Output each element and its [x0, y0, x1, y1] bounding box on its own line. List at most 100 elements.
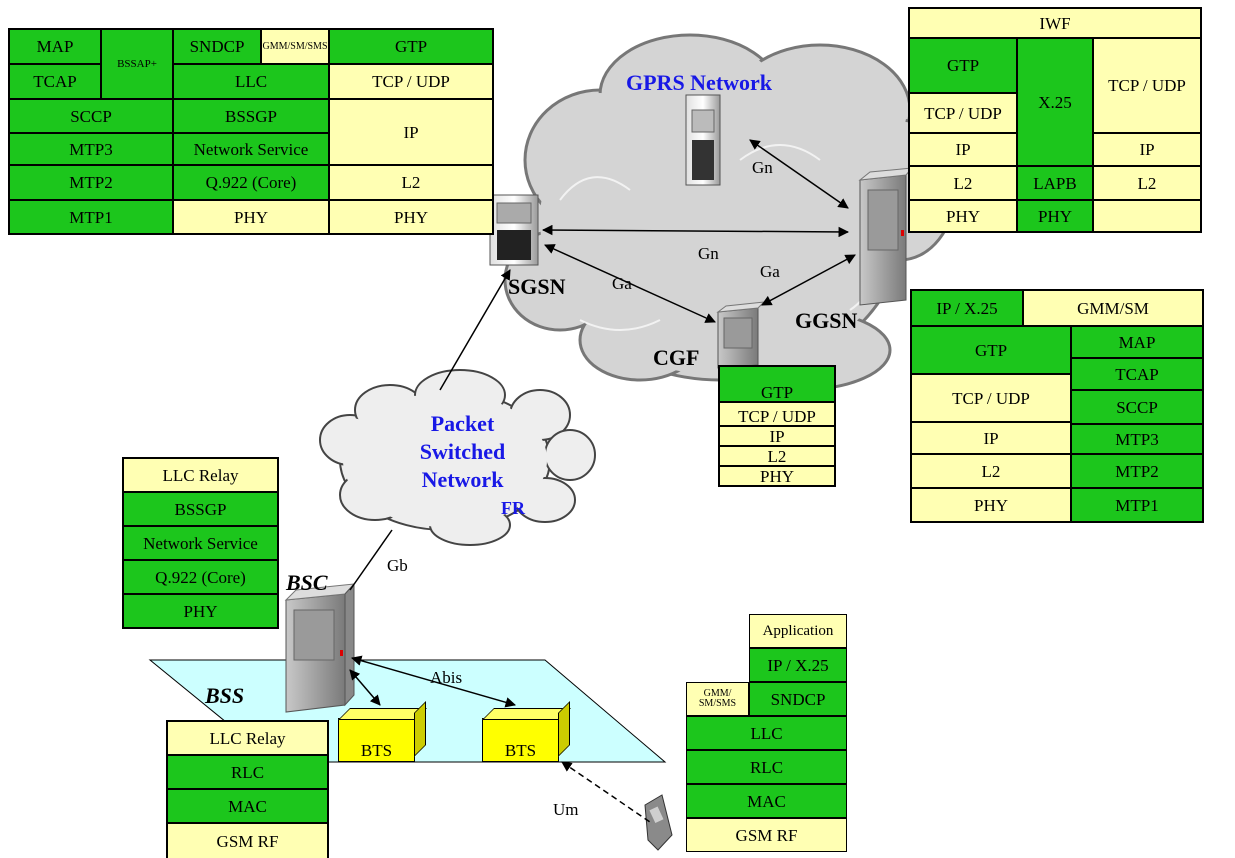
gb-label: Gb [387, 556, 408, 575]
bsc-protocol-stack: LLC Relay BSSGP Network Service Q.922 (C… [122, 457, 279, 629]
cell-tcpudp: TCP / UDP [329, 64, 493, 99]
gn-link-server [749, 139, 849, 209]
cell-lapb: LAPB [1017, 166, 1093, 200]
cell-bssap: BSSAP+ [101, 29, 173, 99]
packet-line2: Switched [419, 439, 506, 464]
gb-link [349, 529, 393, 591]
cell-tcap: TCAP [9, 64, 101, 99]
gn-label-server: Gn [752, 158, 773, 177]
cell-llc: LLC [173, 64, 329, 99]
cell-sndcp: SNDCP [173, 29, 261, 64]
cell-ip-left: IP [909, 133, 1017, 166]
cell-phy: PHY [123, 594, 278, 628]
sgsn-label: SGSN [508, 274, 566, 299]
cell-gsm-rf: GSM RF [167, 823, 328, 858]
ga-link-ggsn [761, 254, 856, 306]
bts-box-1: BTS [338, 718, 415, 762]
cell-q922: Q.922 (Core) [123, 560, 278, 594]
cell-tcap: TCAP [1071, 358, 1203, 390]
cell-tcpudp: TCP / UDP [911, 374, 1071, 422]
cell-llc-relay: LLC Relay [123, 458, 278, 492]
cell-gtp: GTP [911, 326, 1071, 374]
cell-mtp2: MTP2 [9, 165, 173, 200]
cell-rlc: RLC [686, 750, 847, 784]
ggsn-gmm-protocol-stack: IP / X.25 GMM/SM GTP MAP TCAP TCP / UDP … [910, 289, 1204, 523]
gn-label-main: Gn [698, 244, 719, 263]
cell-gmm: GMM/SM/SMS [261, 29, 329, 64]
cell-application: Application [749, 614, 847, 648]
cell-l2-right: L2 [1093, 166, 1201, 200]
bss-label: BSS [205, 683, 245, 708]
cell-l2: L2 [911, 454, 1071, 488]
packet-line1: Packet [430, 411, 495, 436]
bsc-bts-link [349, 669, 381, 706]
cgf-label: CGF [653, 345, 700, 370]
abis-label: Abis [430, 668, 463, 687]
cell-sccp: SCCP [1071, 390, 1203, 424]
cell-mac: MAC [167, 789, 328, 823]
packet-line3: Network [421, 467, 504, 492]
cell-mac: MAC [686, 784, 847, 818]
cell-map: MAP [1071, 326, 1203, 358]
gprs-network-title: GPRS Network [626, 70, 773, 95]
cell-ip: IP [329, 99, 493, 165]
cell-l2: L2 [329, 165, 493, 200]
ga-label-left: Ga [612, 274, 632, 293]
sgsn-server-icon [489, 194, 539, 266]
cell-phy-2: PHY [329, 200, 493, 234]
ggsn-rack-icon [858, 167, 914, 306]
cell-mtp2: MTP2 [1071, 454, 1203, 488]
ga-link-sgsn [544, 244, 716, 323]
mobile-phone-icon [644, 794, 673, 851]
cell-phy: PHY [911, 488, 1071, 522]
um-label: Um [553, 800, 579, 819]
packet-line4: FR [501, 498, 525, 518]
cell-gtp: GTP [719, 366, 835, 402]
cell-ipx25: IP / X.25 [749, 648, 847, 682]
cell-x25: X.25 [1017, 38, 1093, 166]
cell-map: MAP [9, 29, 101, 64]
cell-gmm: GMM/ SM/SMS [686, 682, 749, 716]
psn-to-sgsn-link [439, 269, 511, 391]
cell-bssgp: BSSGP [173, 99, 329, 133]
cell-phy-mid: PHY [1017, 200, 1093, 232]
cell-mtp1: MTP1 [1071, 488, 1203, 522]
cell-network-service: Network Service [173, 133, 329, 165]
gn-link-main [541, 224, 850, 238]
cgf-protocol-stack: GTP TCP / UDP IP L2 PHY [718, 365, 836, 487]
cell-ip: IP [911, 422, 1071, 454]
abis-link [350, 655, 517, 708]
gprs-server-icon [685, 94, 721, 186]
cell-l2: L2 [719, 446, 835, 466]
cell-phy-1: PHY [173, 200, 329, 234]
cell-gtp: GTP [909, 38, 1017, 93]
bsc-label: BSC [286, 570, 328, 595]
cell-ipx25: IP / X.25 [911, 290, 1023, 326]
bts-box-2: BTS [482, 718, 559, 762]
cell-ip: IP [719, 426, 835, 446]
cell-iwf: IWF [909, 8, 1201, 38]
um-link [561, 761, 651, 823]
cell-phy-left: PHY [909, 200, 1017, 232]
bsc-rack-icon [284, 582, 356, 713]
cell-mtp3: MTP3 [9, 133, 173, 165]
cell-l2-left: L2 [909, 166, 1017, 200]
cell-llc: LLC [686, 716, 847, 750]
cell-tcpudp-right: TCP / UDP [1093, 38, 1201, 133]
ga-label-right: Ga [760, 262, 780, 281]
bts-label-1: BTS [360, 741, 393, 760]
cgf-rack-icon [716, 301, 766, 369]
cell-gtp: GTP [329, 29, 493, 64]
cell-sndcp: SNDCP [749, 682, 847, 716]
cell-gsm-rf: GSM RF [686, 818, 847, 852]
cell-bssgp: BSSGP [123, 492, 278, 526]
cell-llc-relay: LLC Relay [167, 721, 328, 755]
cell-tcpudp-left: TCP / UDP [909, 93, 1017, 133]
cell-mtp1: MTP1 [9, 200, 173, 234]
cell-phy: PHY [719, 466, 835, 486]
cell-rlc: RLC [167, 755, 328, 789]
sgsn-protocol-stack: MAP BSSAP+ SNDCP GMM/SM/SMS GTP TCAP LLC… [8, 28, 494, 235]
bts-protocol-stack: LLC Relay RLC MAC GSM RF [166, 720, 329, 858]
cell-ip-right: IP [1093, 133, 1201, 166]
